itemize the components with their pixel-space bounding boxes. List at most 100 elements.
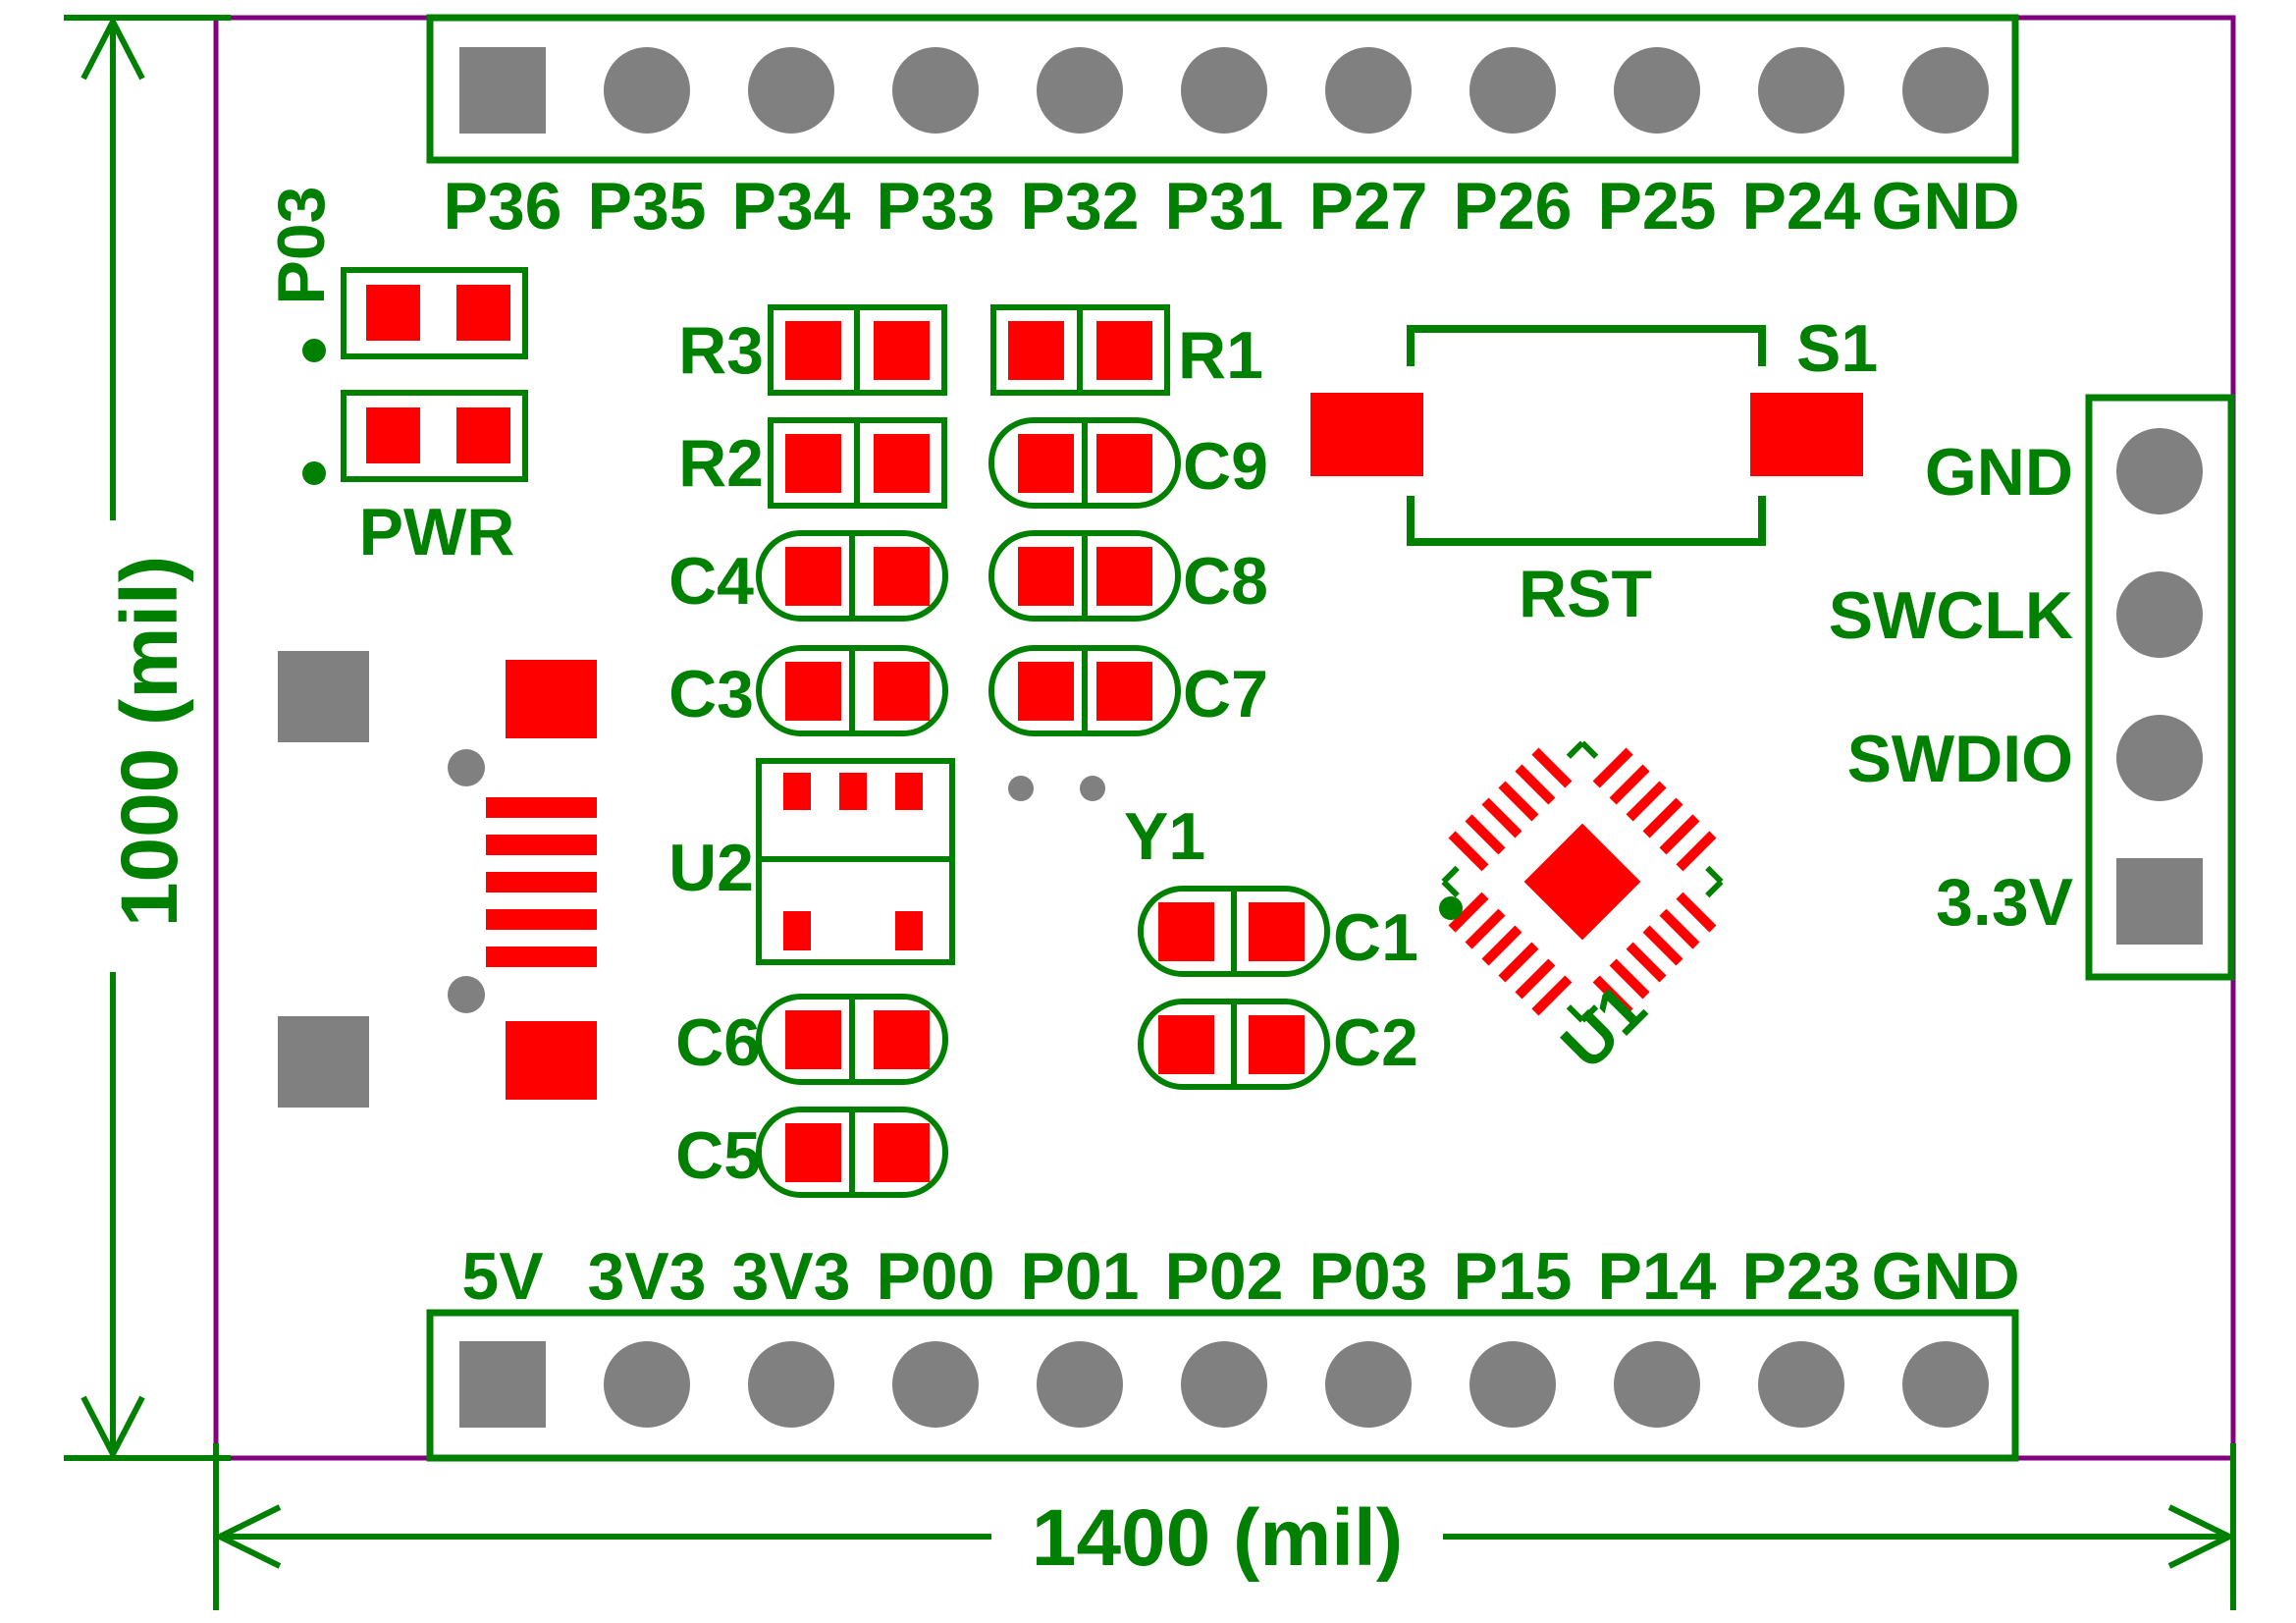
qfn-pin xyxy=(1592,975,1633,1016)
capacitor-c6 xyxy=(756,994,948,1085)
qfn-pin xyxy=(1642,797,1683,839)
label-s1: S1 xyxy=(1796,311,1878,386)
qfn-pin xyxy=(1531,747,1573,788)
top-header-pin-pad xyxy=(1758,47,1844,134)
top-header-pin-pad xyxy=(459,47,546,134)
bottom-header-pin-label: P14 xyxy=(1598,1239,1717,1314)
bottom-header-pin-pad xyxy=(1325,1341,1412,1428)
bottom-header-pin-pad xyxy=(1902,1341,1989,1428)
swd-header-label: GND xyxy=(1925,435,2073,510)
top-header-pin-pad xyxy=(892,47,979,134)
top-header-pin-pad xyxy=(1469,47,1556,134)
label-c1: C1 xyxy=(1333,900,1418,975)
top-header-pin-pad xyxy=(748,47,834,134)
reset-switch-s1 xyxy=(1310,325,1863,546)
qfn-pin xyxy=(1515,764,1556,805)
bottom-header-pin-label: P01 xyxy=(1021,1239,1140,1314)
qfn-pin xyxy=(1448,831,1489,872)
qfn-pin xyxy=(1626,781,1667,822)
qfn-pin xyxy=(1676,831,1717,872)
bottom-header-pin-label: 5V xyxy=(461,1239,543,1314)
crystal-y1 xyxy=(1008,776,1105,801)
height-dimension-label: 1000 (mil) xyxy=(105,556,194,927)
label-c7: C7 xyxy=(1183,657,1268,731)
capacitor-c5 xyxy=(756,1107,948,1198)
qfn-pin xyxy=(1642,925,1683,966)
label-c4: C4 xyxy=(668,544,754,619)
top-header-pin-label: P24 xyxy=(1742,169,1861,243)
resistor-r1 xyxy=(990,304,1170,396)
bottom-header-pads xyxy=(459,1341,1989,1428)
swd-header-pad xyxy=(2116,428,2203,514)
label-u2: U2 xyxy=(668,831,754,905)
label-c3: C3 xyxy=(668,657,754,731)
top-header-pin-pad xyxy=(1037,47,1123,134)
usb-connector xyxy=(278,651,597,1108)
qfn-pin xyxy=(1609,764,1650,805)
top-header-pin-pad xyxy=(604,47,690,134)
top-header-pads xyxy=(459,47,1989,134)
jumper-p03 xyxy=(302,267,528,362)
capacitor-c9 xyxy=(988,417,1181,509)
bottom-header-pin-label: 3V3 xyxy=(588,1239,707,1314)
label-pwr: PWR xyxy=(359,495,515,569)
qfn-pin xyxy=(1676,892,1717,933)
swd-header-label: SWDIO xyxy=(1847,722,2073,796)
bottom-header-pin-label: GND xyxy=(1871,1239,2019,1314)
dimension-height xyxy=(64,15,231,1461)
capacitor-c3 xyxy=(756,645,948,736)
qfn-pin xyxy=(1481,925,1522,966)
label-c8: C8 xyxy=(1183,544,1268,619)
label-p03: P03 xyxy=(264,187,339,305)
bottom-header-pin-label: P15 xyxy=(1454,1239,1573,1314)
u1-pin1-marker xyxy=(1439,896,1463,920)
top-header-pin-label: P27 xyxy=(1309,169,1428,243)
bottom-header-pin-pad xyxy=(1614,1341,1700,1428)
top-header-pin-label: P35 xyxy=(588,169,707,243)
jumper-pwr xyxy=(302,390,528,485)
top-header-pin-pad xyxy=(1181,47,1267,134)
top-header-pin-label: P31 xyxy=(1165,169,1284,243)
qfn-pin xyxy=(1531,975,1573,1016)
top-header-pin-label: P25 xyxy=(1598,169,1717,243)
qfn-pin xyxy=(1609,958,1650,1000)
capacitor-c4 xyxy=(756,530,948,622)
top-header-pin-label: GND xyxy=(1871,169,2019,243)
capacitor-c1 xyxy=(1138,886,1330,977)
qfn-pin xyxy=(1626,942,1667,983)
swd-header-pad xyxy=(2116,571,2203,658)
top-header-outline xyxy=(426,14,2019,164)
top-header-pin-label: P33 xyxy=(877,169,995,243)
swd-header-outline xyxy=(2085,394,2235,981)
qfn-pin xyxy=(1465,908,1506,949)
label-y1: Y1 xyxy=(1124,799,1205,874)
label-c5: C5 xyxy=(675,1118,761,1193)
top-header-pin-label: P32 xyxy=(1021,169,1140,243)
swd-header-pad xyxy=(2116,858,2203,945)
bottom-header-pin-pad xyxy=(1037,1341,1123,1428)
label-c2: C2 xyxy=(1333,1005,1418,1080)
bottom-header-pin-pad xyxy=(892,1341,979,1428)
qfn-pin xyxy=(1448,892,1489,933)
qfn-pin xyxy=(1498,781,1539,822)
dimension-width xyxy=(213,1443,2236,1610)
bottom-header-pin-pad xyxy=(459,1341,546,1428)
label-c9: C9 xyxy=(1183,429,1268,504)
swd-header-pads xyxy=(2116,428,2203,945)
resistor-r3 xyxy=(768,304,947,396)
qfn-pin xyxy=(1481,797,1522,839)
top-header-pin-label: P36 xyxy=(444,169,562,243)
bottom-header-pin-label: P23 xyxy=(1742,1239,1861,1314)
regulator-u2 xyxy=(756,758,955,965)
top-header-pin-pad xyxy=(1902,47,1989,134)
bottom-header-pin-pad xyxy=(1181,1341,1267,1428)
bottom-header-pin-pad xyxy=(1469,1341,1556,1428)
bottom-header-pin-pad xyxy=(1758,1341,1844,1428)
top-header-pin-label: P26 xyxy=(1454,169,1573,243)
width-dimension-label: 1400 (mil) xyxy=(1032,1493,1403,1583)
capacitor-c8 xyxy=(988,530,1181,622)
qfn-pin xyxy=(1659,908,1700,949)
